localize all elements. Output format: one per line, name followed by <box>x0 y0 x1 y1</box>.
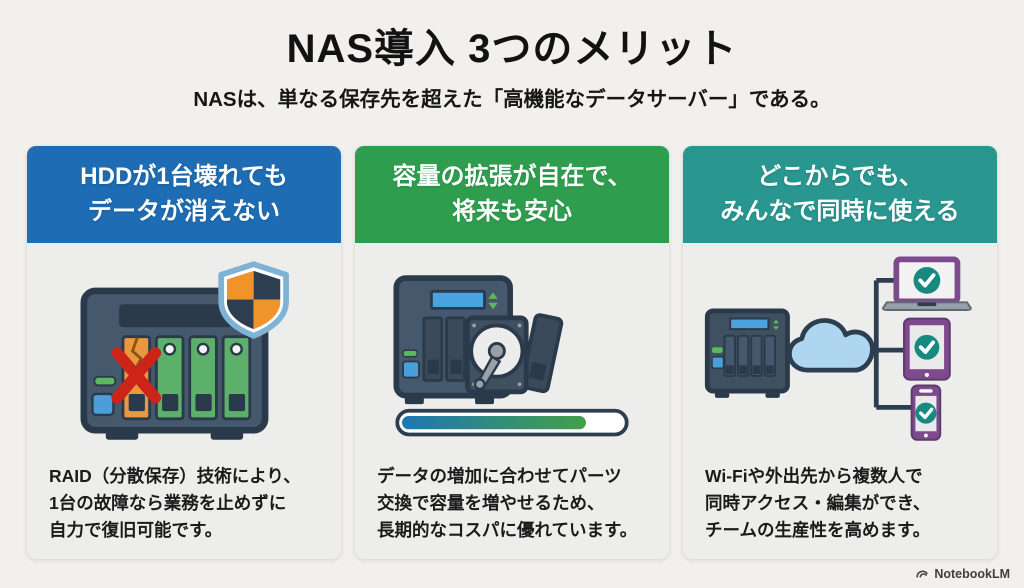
card-raid-header-line1: HDDが1台壊れても <box>80 163 288 191</box>
card-capacity-desc-line2: 交換で容量を増やせるため、 <box>377 493 605 514</box>
card-multi-access-illustration <box>683 243 997 461</box>
check-icon <box>913 267 941 294</box>
down-arrow-icon <box>488 302 498 310</box>
cloud-icon <box>787 318 875 373</box>
card-raid-header-line2: データが消えない <box>88 197 280 225</box>
nas-lcd-icon <box>729 317 770 331</box>
card-raid-redundancy: HDDが1台壊れても データが消えない <box>27 146 341 559</box>
nas-hdd-upgrade-illustration <box>393 275 629 437</box>
progress-fill <box>402 416 586 430</box>
page-title: NAS導入 3つのメリット <box>286 27 738 71</box>
footer-brand-label: NotebookLM <box>934 567 1010 581</box>
capacity-progress-bar <box>395 408 629 437</box>
card-multi-access-description: Wi-Fiや外出先から複数人で 同時アクセス・編集ができ、 チームの生産性を高め… <box>683 461 997 544</box>
footer-brand: NotebookLM <box>915 567 1010 581</box>
card-capacity-illustration <box>355 243 669 461</box>
nas-power-button-icon <box>91 392 115 417</box>
card-capacity-header: 容量の拡張が自在で、 将来も安心 <box>355 146 669 243</box>
card-raid-desc-line3: 自力で復旧可能です。 <box>49 520 223 541</box>
nas-device-icon <box>704 308 790 398</box>
card-multi-access-desc-line1: Wi-Fiや外出先から複数人で <box>705 466 923 486</box>
card-capacity-description: データの増加に合わせてパーツ 交換で容量を増やせるため、 長期的なコスパに優れて… <box>355 461 669 544</box>
nas-power-button-icon <box>711 356 725 369</box>
card-multi-access-header-line2: みんなで同時に使える <box>720 197 960 225</box>
card-multi-access: どこからでも、 みんなで同時に使える <box>683 146 997 559</box>
check-icon <box>914 334 940 360</box>
card-capacity-expansion: 容量の拡張が自在で、 将来も安心 <box>355 146 669 559</box>
notebooklm-logo-icon <box>916 570 929 578</box>
card-raid-desc-line1: RAID（分散保存）技術により、 <box>49 466 301 486</box>
nas-cloud-devices-illustration <box>704 256 972 441</box>
healthy-drive-bays-icon <box>154 335 252 421</box>
nas-power-button-icon <box>402 360 421 379</box>
card-capacity-header-line1: 容量の拡張が自在で、 <box>392 163 632 191</box>
card-multi-access-header: どこからでも、 みんなで同時に使える <box>683 146 997 243</box>
tablet-icon <box>903 317 951 381</box>
nas-led-icon <box>402 349 418 358</box>
card-multi-access-desc-line3: チームの生産性を高めます。 <box>705 520 931 541</box>
nas-lcd-icon <box>429 289 486 310</box>
nas-device-icon <box>80 287 269 440</box>
laptop-icon <box>882 256 972 311</box>
check-icon <box>915 402 937 424</box>
nas-failed-drive-shield-illustration <box>80 261 289 440</box>
card-capacity-desc-line3: 長期的なコスパに優れています。 <box>377 520 638 541</box>
nas-led-icon <box>93 375 117 387</box>
card-multi-access-header-line1: どこからでも、 <box>757 163 923 191</box>
protection-shield-icon <box>218 261 289 339</box>
card-multi-access-desc-line2: 同時アクセス・編集ができ、 <box>705 493 931 514</box>
page-subtitle: NASは、単なる保存先を超えた「高機能なデータサーバー」である。 <box>193 88 831 111</box>
failure-x-icon <box>111 347 162 404</box>
card-capacity-header-line2: 将来も安心 <box>452 197 572 225</box>
card-raid-illustration <box>27 243 341 461</box>
nas-led-icon <box>712 347 723 353</box>
up-arrow-icon <box>488 292 498 299</box>
card-raid-description: RAID（分散保存）技術により、 1台の故障なら業務を止めずに 自力で復旧可能で… <box>27 461 341 544</box>
card-raid-desc-line2: 1台の故障なら業務を止めずに <box>49 493 287 514</box>
benefit-cards: HDDが1台壊れても データが消えない <box>27 146 997 559</box>
card-raid-header: HDDが1台壊れても データが消えない <box>27 146 341 243</box>
smartphone-icon <box>910 384 942 441</box>
card-capacity-desc-line1: データの増加に合わせてパーツ <box>377 466 622 486</box>
open-hdd-platter-icon <box>465 315 529 395</box>
